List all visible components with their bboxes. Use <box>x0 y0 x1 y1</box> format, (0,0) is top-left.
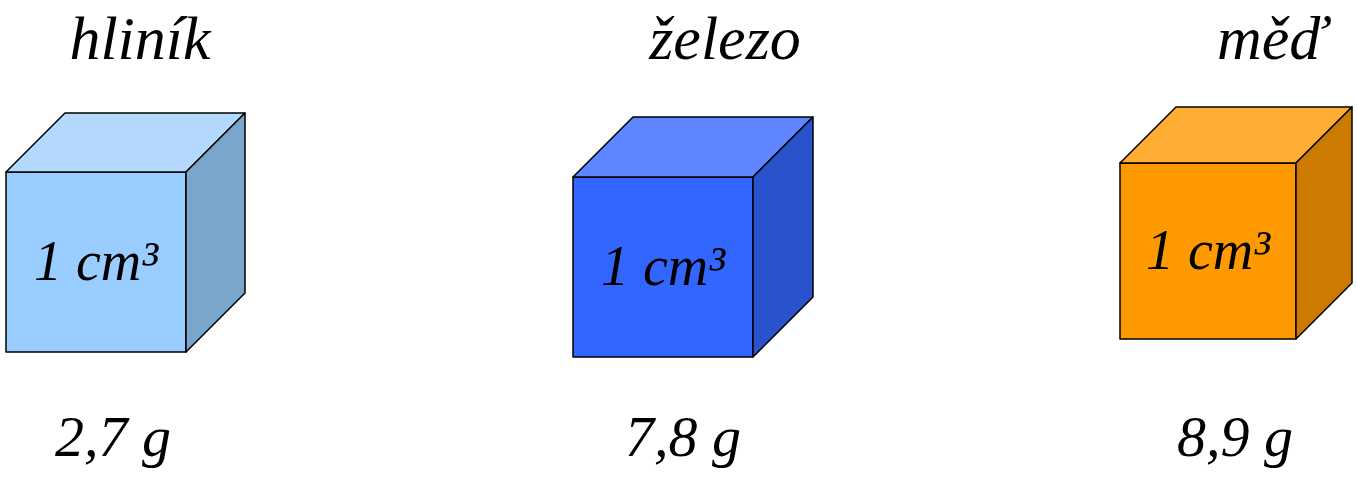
mass-label: 7,8 g <box>625 405 741 469</box>
cube: měď1 cm³ <box>1120 107 1352 339</box>
cube-side <box>753 117 813 357</box>
cube: hliník1 cm³ <box>6 113 245 352</box>
volume-text: 1 cm³ <box>1146 220 1270 282</box>
cube-front <box>6 172 186 352</box>
material-name: měď <box>1217 4 1327 72</box>
material-name: hliník <box>69 4 210 72</box>
volume-text: 1 cm³ <box>34 231 158 293</box>
cube: železo1 cm³ <box>573 117 813 357</box>
mass-label: 2,7 g <box>55 405 171 469</box>
cube-side <box>1296 107 1352 339</box>
cube-front <box>1120 163 1296 339</box>
material-name: železo <box>649 4 801 72</box>
cube-face: 1 cm³ <box>573 177 753 357</box>
cube-front <box>573 177 753 357</box>
cube-face: 1 cm³ <box>6 172 186 352</box>
cube-side <box>186 113 245 352</box>
mass-label: 8,9 g <box>1177 405 1293 469</box>
cube-face: 1 cm³ <box>1120 163 1296 339</box>
volume-text: 1 cm³ <box>601 236 725 298</box>
